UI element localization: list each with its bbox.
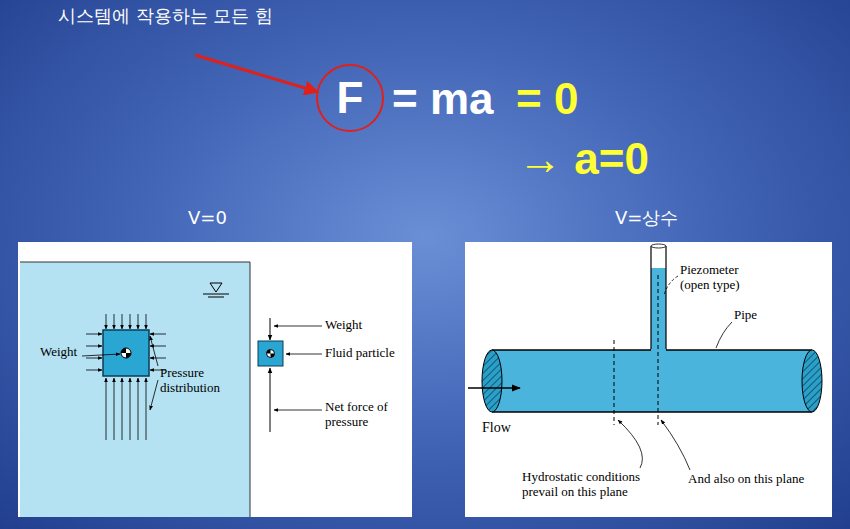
callout-label: Hydrostatic conditions prevail on this p… xyxy=(522,470,672,500)
pressure-arrows xyxy=(86,314,166,440)
callout-label: Piezometer (open type) xyxy=(680,263,770,293)
leader-line xyxy=(661,420,690,470)
callout-label: Pressure distribution xyxy=(160,366,240,396)
leader-line xyxy=(716,322,732,348)
pressure-force-arrow xyxy=(270,368,271,432)
symbol-text: F xyxy=(337,76,364,120)
panel-heading: V=상수 xyxy=(615,208,678,229)
callout-label: Pipe xyxy=(734,308,757,323)
leader-line xyxy=(286,354,322,355)
callout-label: And also on this plane xyxy=(688,472,828,487)
water-tank xyxy=(20,262,250,517)
circled-symbol: F xyxy=(316,64,384,132)
leader-line xyxy=(274,326,322,327)
flow-arrow xyxy=(468,387,520,389)
fluid-element xyxy=(103,330,149,376)
equation-result: → a=0 xyxy=(518,134,649,185)
callout-label: Fluid particle xyxy=(325,346,395,361)
callout-label: Weight xyxy=(40,345,77,360)
leader-line xyxy=(150,336,158,366)
leader-line xyxy=(82,354,120,356)
equation-part: = ma xyxy=(392,74,494,125)
callout-label: Flow xyxy=(482,420,511,436)
equation-part: = 0 xyxy=(516,74,578,125)
caption-note: 시스템에 작용하는 모든 힘 xyxy=(58,6,273,27)
leader-line xyxy=(274,410,322,411)
left-panel xyxy=(18,242,412,517)
plane-line xyxy=(658,275,659,425)
callout-label: Net force of pressure xyxy=(325,400,395,430)
leader-line xyxy=(618,420,642,468)
right-panel xyxy=(465,242,832,517)
centroid-symbol xyxy=(267,350,275,358)
panel-heading: V=0 xyxy=(188,208,227,229)
centroid-symbol xyxy=(121,348,131,358)
free-surface-symbol xyxy=(203,283,229,297)
weight-arrow xyxy=(270,318,271,340)
leader-line xyxy=(150,380,158,410)
pipe xyxy=(482,350,822,412)
plane-line xyxy=(614,340,615,425)
callout-label: Weight xyxy=(325,318,362,333)
pointer-arrow xyxy=(195,55,318,92)
leader-line xyxy=(664,276,678,295)
fluid-particle xyxy=(258,341,283,366)
